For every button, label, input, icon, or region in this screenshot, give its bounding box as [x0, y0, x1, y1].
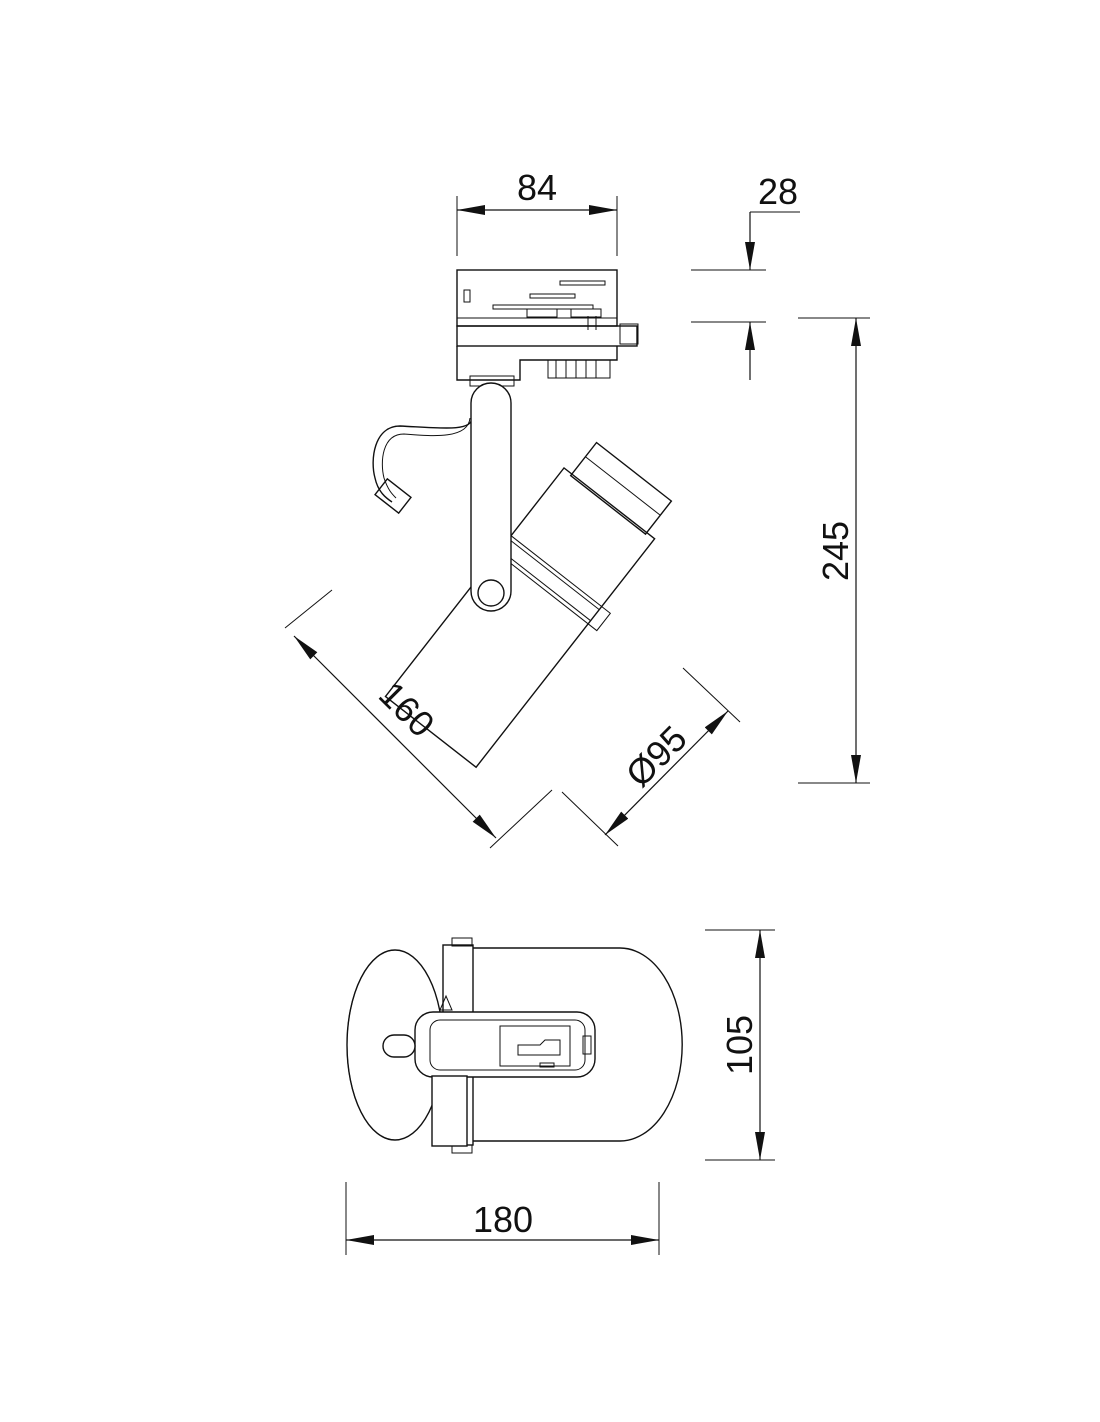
top-view [346, 937, 683, 1154]
dim-label-245: 245 [815, 521, 856, 581]
dim-label-diameter: Ø95 [618, 718, 695, 795]
mount-arm [470, 382, 512, 612]
dim-84: 84 [456, 167, 618, 256]
dim-diameter-95: Ø95 [561, 667, 741, 847]
dim-105: 105 [705, 929, 775, 1161]
dim-label-105: 105 [719, 1015, 760, 1075]
dim-label-180: 180 [473, 1199, 533, 1240]
track-adapter [456, 269, 639, 387]
dim-28: 28 [691, 171, 800, 380]
dim-180: 180 [345, 1182, 660, 1255]
dim-245: 245 [798, 317, 870, 784]
dim-label-84: 84 [517, 167, 557, 208]
power-cable [372, 417, 473, 503]
dim-label-28: 28 [758, 171, 798, 212]
